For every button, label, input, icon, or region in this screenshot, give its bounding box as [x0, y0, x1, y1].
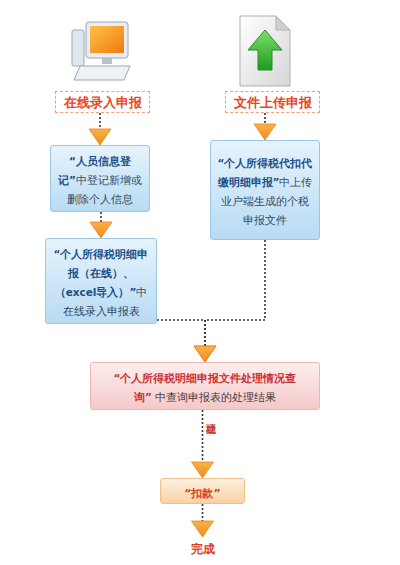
- arrow-head: [192, 521, 214, 537]
- document-fold: [276, 16, 290, 30]
- monitor-frame: [86, 22, 128, 58]
- arrow-head: [89, 129, 111, 145]
- process-box: “个人所得税明细申报（在线）、（excel导入）”中在线录入申报表: [45, 238, 157, 324]
- upload-document-icon: [240, 16, 290, 86]
- arrow-head: [194, 346, 216, 362]
- payment-box: “扣款”: [160, 478, 245, 504]
- arrow-head: [192, 462, 214, 478]
- process-box: “人员信息登记”中登记新增或删除个人信息: [50, 145, 150, 212]
- text-wrap: “个人所得税代扣代缴明细申报”中上传业户端生成的个税申报文件: [217, 152, 313, 228]
- text-wrap: “人员信息登记”中登记新增或删除个人信息: [57, 150, 143, 207]
- dotted-line: [100, 212, 102, 222]
- computer-tower: [72, 30, 84, 66]
- node-body: 中查询申报表的处理结果: [155, 391, 276, 403]
- upload-arrow: [248, 30, 282, 70]
- dotted-line: [99, 113, 101, 129]
- dotted-line: [264, 113, 266, 124]
- mode-label: 在线录入申报: [55, 91, 150, 113]
- dotted-line: [202, 410, 204, 462]
- keyboard: [74, 66, 130, 80]
- flow-arrow: [192, 410, 214, 478]
- text-wrap: “个人所得税明细申报文件处理情况查询”中查询申报表的处理结果: [99, 367, 311, 405]
- dotted-line: [202, 504, 204, 521]
- document-page: [240, 16, 290, 86]
- node-title: 在线录入申报: [64, 95, 142, 110]
- arrow-head: [90, 222, 112, 238]
- node-title: “个人所得税明细申报（在线）、（excel导入）”: [54, 248, 149, 298]
- flow-arrow: [254, 113, 276, 140]
- text-wrap: “扣款”: [161, 482, 244, 501]
- flow-arrow: [194, 240, 265, 362]
- monitor-screen: [90, 26, 124, 53]
- node-title: 完成: [191, 542, 215, 556]
- computer-icon: [72, 22, 130, 80]
- monitor-stand: [102, 58, 112, 64]
- text-wrap: 在线录入申报: [56, 92, 149, 112]
- end-label: 完成: [180, 537, 225, 557]
- mode-label: 文件上传申报: [225, 91, 320, 113]
- text-wrap: 文件上传申报: [226, 92, 319, 112]
- flow-arrow: [192, 504, 214, 537]
- arrow-head: [194, 346, 216, 362]
- process-box: “个人所得税代扣代缴明细申报”中上传业户端生成的个税申报文件: [210, 140, 320, 240]
- flow-arrow: [89, 113, 111, 145]
- node-title: “扣款”: [184, 487, 220, 500]
- arrow-head: [254, 124, 276, 140]
- text-wrap: 完成: [180, 538, 225, 557]
- text-wrap: “个人所得税明细申报（在线）、（excel导入）”中在线录入申报表: [52, 243, 150, 319]
- dotted-line: [205, 240, 265, 346]
- node-body: 中登记新增或删除个人信息: [67, 174, 142, 205]
- flow-arrow: [90, 212, 112, 238]
- node-title: 文件上传申报: [234, 95, 312, 110]
- query-box: “个人所得税明细申报文件处理情况查询”中查询申报表的处理结果: [90, 362, 320, 410]
- flow-arrow: [101, 320, 216, 362]
